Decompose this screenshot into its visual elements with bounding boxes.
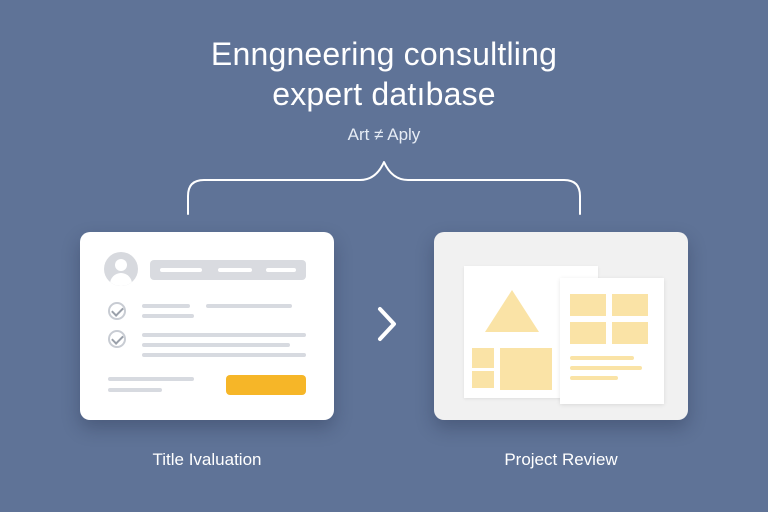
action-button[interactable]	[226, 375, 306, 395]
subtitle: Art ≠ Aply	[347, 125, 421, 144]
avatar-icon	[104, 252, 138, 286]
check-icon	[108, 302, 126, 320]
text-line	[570, 376, 618, 380]
tile	[472, 348, 494, 368]
profile-header-bar	[150, 260, 306, 280]
text-line	[108, 377, 194, 381]
profile-card	[80, 232, 334, 420]
tile	[570, 322, 606, 344]
text-line	[108, 388, 162, 392]
text-line	[206, 304, 292, 308]
title-line-2: expert datıbase	[272, 76, 496, 112]
check-icon	[108, 330, 126, 348]
text-line	[570, 356, 634, 360]
left-card-label: Title Ivaluation	[152, 450, 262, 469]
tile	[500, 348, 552, 390]
tile	[612, 322, 648, 344]
triangle-shape	[485, 290, 539, 332]
tile	[570, 294, 606, 316]
chevron-right-icon	[378, 307, 396, 341]
tile	[472, 371, 494, 388]
text-line	[142, 353, 306, 357]
text-line	[142, 333, 306, 337]
text-line	[142, 343, 290, 347]
right-card-label: Project Review	[504, 450, 618, 469]
tile	[612, 294, 648, 316]
project-card	[434, 232, 688, 420]
page-title: Enngneering consultling expert datıbase	[0, 34, 768, 114]
text-line	[570, 366, 642, 370]
text-line	[142, 314, 194, 318]
text-line	[142, 304, 190, 308]
title-line-1: Enngneering consultling	[210, 36, 558, 72]
